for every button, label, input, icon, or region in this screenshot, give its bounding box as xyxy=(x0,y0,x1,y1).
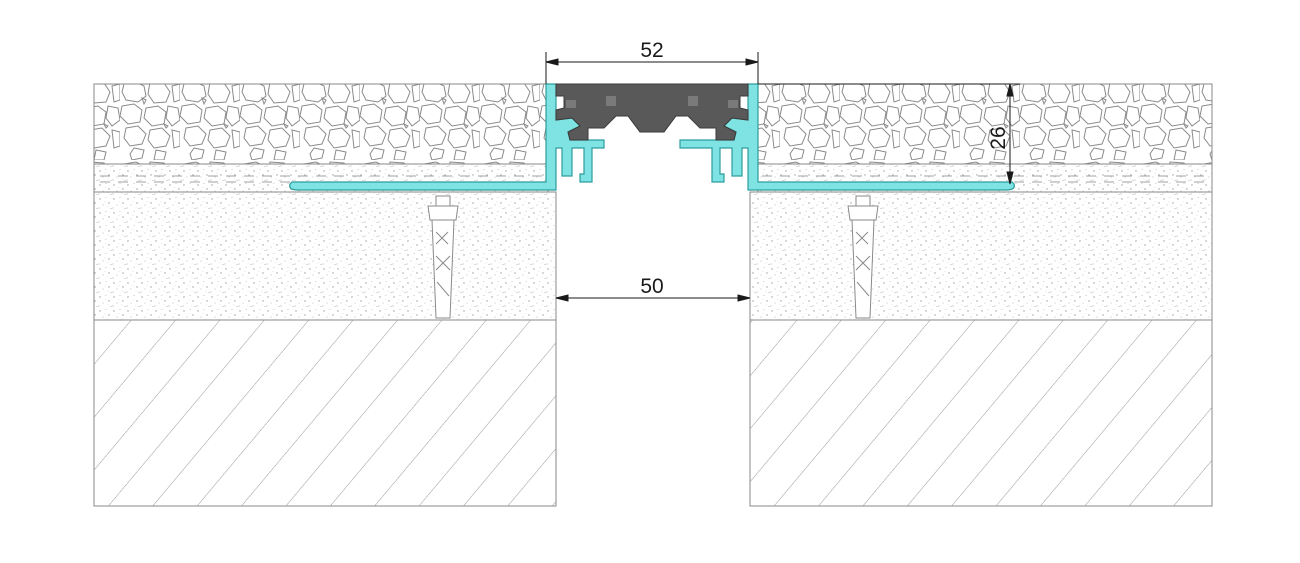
left-screed-layer xyxy=(93,191,557,321)
rubber-insert xyxy=(555,83,749,141)
left-tile-pebble-layer xyxy=(93,83,549,165)
left-anchor-dowel xyxy=(427,195,459,319)
right-screed-layer xyxy=(749,191,1213,321)
expansion-joint-profile xyxy=(289,83,1015,191)
dimension-profile-height xyxy=(758,83,1020,185)
dimension-joint-gap xyxy=(555,294,751,302)
dimension-label-profile-height: 26 xyxy=(987,126,1010,149)
left-substrate xyxy=(93,83,557,507)
rubber-insert-details xyxy=(566,96,738,108)
dimension-label-joint-gap: 50 xyxy=(640,275,663,298)
right-concrete-slab xyxy=(749,319,1213,507)
right-anchor-dowel xyxy=(847,195,879,319)
left-concrete-slab xyxy=(93,319,557,507)
right-substrate xyxy=(749,83,1213,507)
right-tile-pebble-layer xyxy=(757,83,1213,165)
dimension-label-profile-width: 52 xyxy=(640,39,663,62)
dimension-profile-width xyxy=(545,52,759,84)
